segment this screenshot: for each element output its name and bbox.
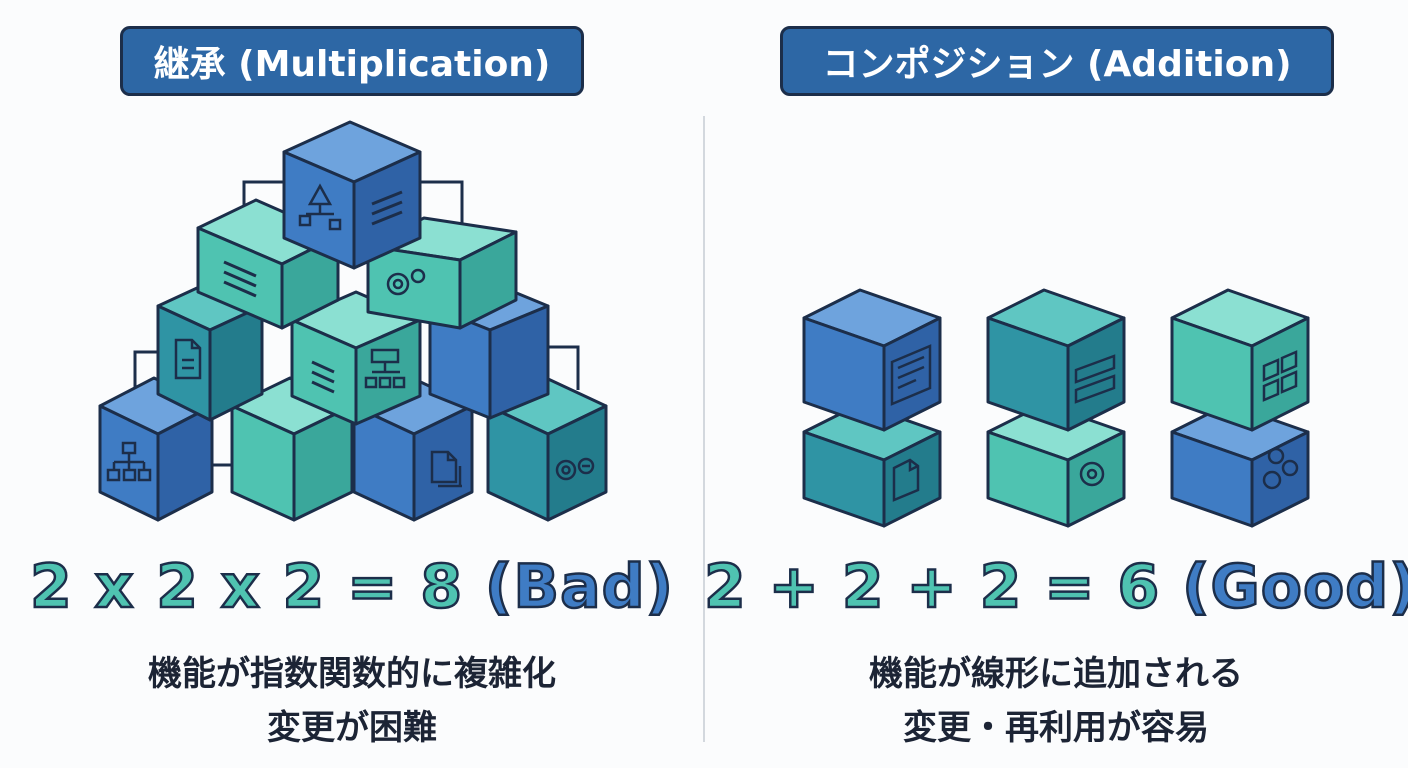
connector-line xyxy=(545,345,580,390)
cube xyxy=(1170,402,1310,528)
equation-operand: 2 xyxy=(978,551,1023,624)
file-icon xyxy=(892,458,920,502)
cube xyxy=(802,288,942,432)
inheritance-caption-line2: 変更が困難 xyxy=(267,708,437,748)
document-icon xyxy=(174,338,202,380)
equation-result: 6 xyxy=(1116,551,1161,624)
composition-panel: コンポジション (Addition) xyxy=(703,0,1408,768)
cube xyxy=(98,376,214,522)
equation-operand: 2 xyxy=(281,551,326,624)
gear-icon xyxy=(386,268,426,296)
equation-operand: 2 xyxy=(841,551,885,624)
equation-operand: 2 xyxy=(29,551,73,624)
text-lines-icon xyxy=(371,190,403,226)
equation-operator: + xyxy=(767,551,820,624)
text-lines-icon xyxy=(311,360,335,394)
gears-icon xyxy=(1262,447,1299,490)
bars-icon xyxy=(1074,354,1116,404)
connector-line xyxy=(415,180,464,232)
file-icon xyxy=(430,450,462,488)
text-lines-icon xyxy=(223,260,257,298)
equation-equals: = xyxy=(346,551,399,624)
composition-caption-line1: 機能が線形に追加される xyxy=(869,654,1243,694)
equation-operator: x xyxy=(220,551,261,624)
composition-caption-line2: 変更・再利用が容易 xyxy=(903,708,1209,748)
composition-cube-stacks xyxy=(802,288,1310,528)
gears-icon xyxy=(555,457,595,481)
inheritance-title-badge: 継承 (Multiplication) xyxy=(120,26,584,96)
cube xyxy=(196,198,340,330)
panel-divider xyxy=(703,116,705,742)
inheritance-panel: 継承 (Multiplication) xyxy=(0,26,704,748)
hierarchy-icon xyxy=(106,441,152,482)
grid-icon xyxy=(1262,350,1298,402)
equation-equals: = xyxy=(1043,551,1096,624)
inheritance-equation: 2 x 2 x 2 = 8 (Bad) xyxy=(0,551,704,624)
equation-operator: x xyxy=(93,551,135,624)
cube xyxy=(986,402,1126,528)
equation-operand: 2 xyxy=(155,551,200,624)
equation-verdict: (Bad) xyxy=(484,551,675,624)
equation-verdict: (Good) xyxy=(1181,551,1408,624)
cube xyxy=(986,288,1126,432)
text-lines-icon xyxy=(890,344,932,406)
composition-title-badge: コンポジション (Addition) xyxy=(780,26,1334,96)
cube xyxy=(1170,288,1310,432)
flowchart-icon xyxy=(364,348,406,389)
connector-line xyxy=(133,350,165,400)
composition-equation: 2 + 2 + 2 = 6 (Good) xyxy=(703,551,1408,624)
equation-result: 8 xyxy=(419,551,464,624)
hierarchy-icon xyxy=(298,183,342,231)
gear-icon xyxy=(1079,461,1105,487)
equation-operator: + xyxy=(905,551,958,624)
inheritance-caption-line1: 機能が指数関数的に複雑化 xyxy=(148,654,556,694)
inheritance-cube-pyramid xyxy=(98,120,608,522)
equation-operand: 2 xyxy=(703,551,747,624)
cube xyxy=(282,120,422,270)
